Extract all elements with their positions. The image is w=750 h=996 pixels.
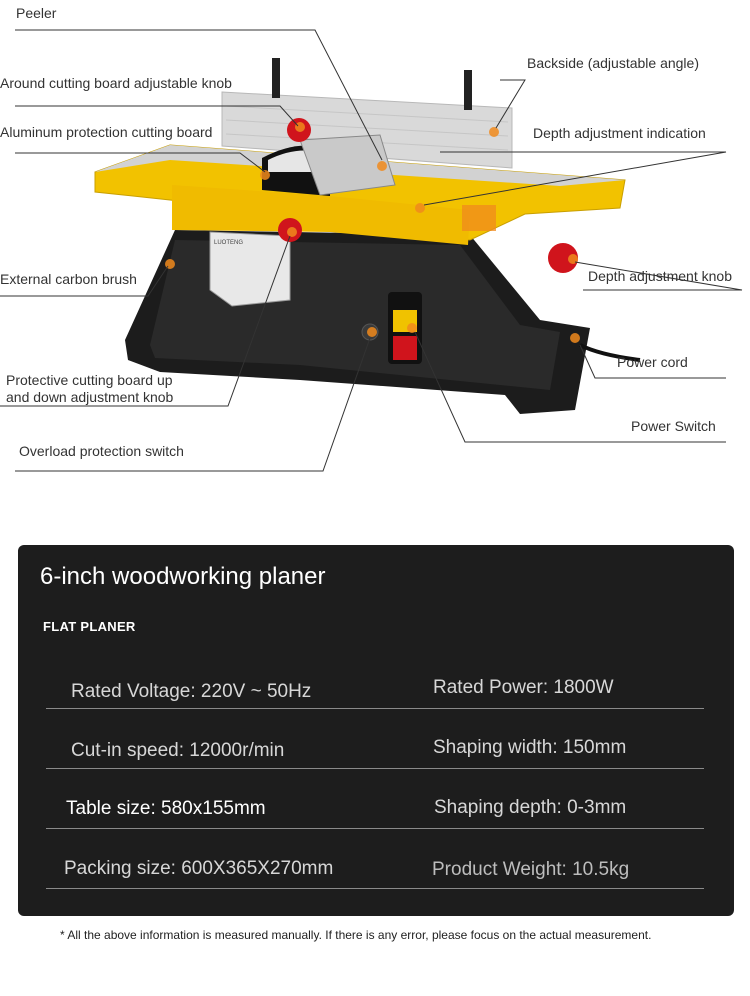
spec-row: Table size: 580x155mm Shaping depth: 0-3… <box>46 768 704 829</box>
footnote: * All the above information is measured … <box>60 928 652 942</box>
product-diagram: LUOTENG <box>0 5 743 472</box>
label-protective-knob-line1: Protective cutting board up <box>6 372 173 388</box>
depth-knob <box>548 243 578 273</box>
planer-body <box>172 185 470 245</box>
label-carbon-brush: External carbon brush <box>0 271 137 287</box>
leader-lines <box>0 29 743 472</box>
spec-plate <box>209 231 291 307</box>
label-around-knob: Around cutting board adjustable knob <box>0 75 232 91</box>
callout-dot <box>415 203 425 213</box>
spec-table-size: Table size: 580x155mm <box>66 798 266 819</box>
spec-title: 6-inch woodworking planer <box>40 563 326 590</box>
callout-dot <box>489 127 499 137</box>
spec-shaping-width: Shaping width: 150mm <box>433 737 627 758</box>
spec-row: Cut-in speed: 12000r/min Shaping width: … <box>46 708 704 769</box>
label-peeler: Peeler <box>16 5 57 21</box>
fence-post-left <box>272 58 280 98</box>
spec-shaping-depth: Shaping depth: 0-3mm <box>434 797 627 818</box>
label-power-switch: Power Switch <box>631 418 716 434</box>
spec-cut-in-speed: Cut-in speed: 12000r/min <box>71 740 285 761</box>
spec-row: Packing size: 600X365X270mm Product Weig… <box>46 828 704 889</box>
spec-row: Rated Voltage: 220V ~ 50Hz Rated Power: … <box>46 648 704 709</box>
label-aluminum-board: Aluminum protection cutting board <box>0 124 213 140</box>
planer-illustration: LUOTENG <box>0 29 743 472</box>
label-protective-knob-line2: and down adjustment knob <box>6 389 174 405</box>
spec-packing-size: Packing size: 600X365X270mm <box>64 858 334 879</box>
power-cord-line <box>579 343 641 362</box>
callout-dot <box>568 254 578 264</box>
callout-dot <box>287 227 297 237</box>
label-overload: Overload protection switch <box>19 443 184 459</box>
spec-rated-power: Rated Power: 1800W <box>433 677 614 698</box>
peeler-drum <box>299 134 396 196</box>
plate-brand-text: LUOTENG <box>214 240 243 246</box>
callout-dot <box>295 122 305 132</box>
depth-indicator <box>462 205 496 231</box>
label-backside: Backside (adjustable angle) <box>527 55 699 71</box>
callout-dot <box>407 323 417 333</box>
callout-dot <box>367 327 377 337</box>
spec-product-weight: Product Weight: 10.5kg <box>432 859 630 880</box>
label-power-cord: Power cord <box>617 354 688 370</box>
fence-post-right <box>464 70 472 110</box>
callout-dot <box>570 333 580 343</box>
callout-dot <box>260 170 270 180</box>
spec-rated-voltage: Rated Voltage: 220V ~ 50Hz <box>71 681 312 702</box>
label-depth-knob: Depth adjustment knob <box>588 268 732 284</box>
spec-subtitle: FLAT PLANER <box>43 619 136 634</box>
spec-card: 6-inch woodworking planer FLAT PLANER Ra… <box>18 545 734 916</box>
callout-dot <box>377 161 387 171</box>
label-depth-indication: Depth adjustment indication <box>533 125 706 141</box>
